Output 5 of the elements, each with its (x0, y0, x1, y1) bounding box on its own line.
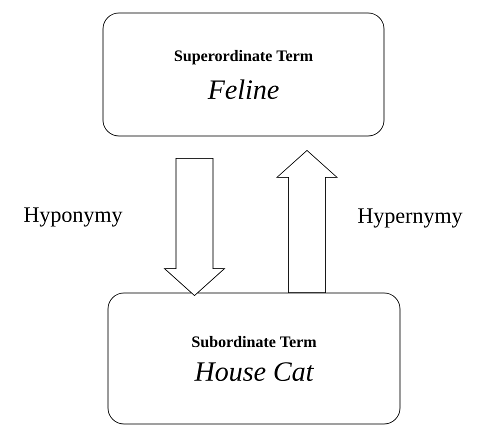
term-box: Superordinate Term Feline (102, 12, 384, 136)
edge-label: Hyponymy (24, 207, 122, 227)
term-box: Subordinate Term House Cat (108, 292, 400, 424)
edge-label: Hypernymy (358, 208, 462, 228)
block-arrow (163, 158, 226, 296)
